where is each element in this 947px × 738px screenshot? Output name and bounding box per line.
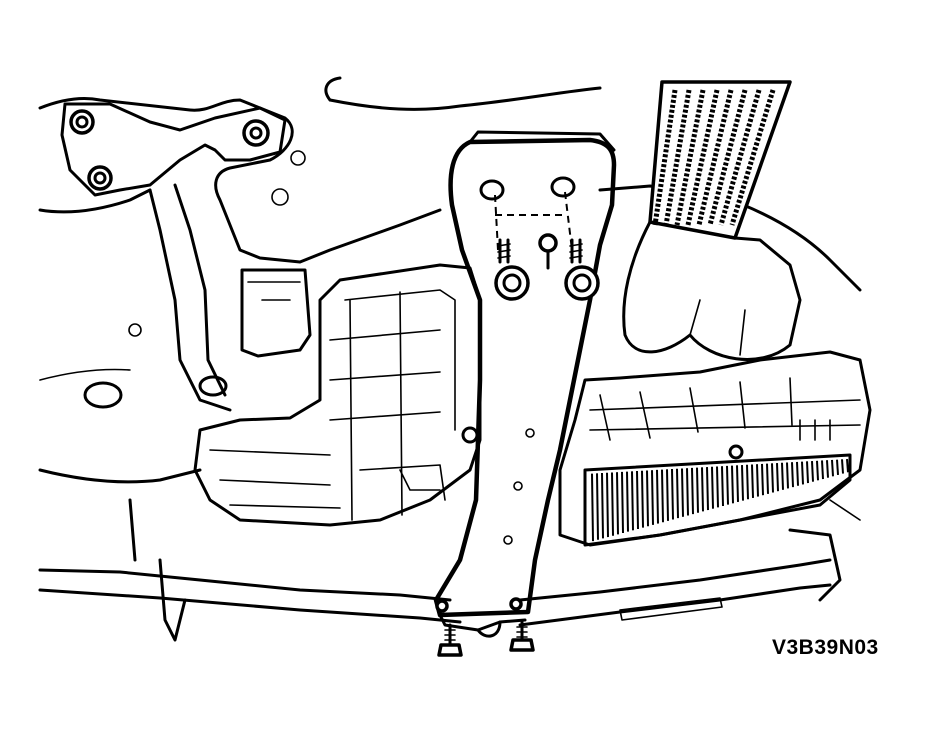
hatch-line (666, 469, 669, 521)
hatch-line (826, 460, 829, 478)
bracket-holes (479, 176, 576, 201)
hatch-line (601, 473, 604, 539)
hatch-line (661, 469, 664, 523)
hatch-line (806, 461, 809, 484)
hatch-line (791, 462, 794, 488)
hatch-line (846, 458, 849, 473)
arm-texture-line (663, 89, 692, 226)
hatch-line (726, 465, 729, 505)
arm-texture-line (707, 89, 748, 226)
hatch-line (821, 460, 824, 480)
upper-mount-bracket (60, 102, 287, 412)
hatch-line (771, 463, 774, 493)
transmission-case (193, 263, 482, 527)
hatch-line (686, 468, 689, 516)
hatch-line (636, 471, 639, 529)
transaxle-support-bracket (433, 130, 617, 638)
hatch-line (596, 473, 599, 540)
hatch-line (801, 461, 804, 485)
hatch-line (651, 470, 654, 525)
hatch-line (696, 467, 699, 513)
oil-pan (558, 350, 872, 547)
hatch-line (611, 472, 614, 536)
hatch-line (836, 459, 839, 476)
lower-mount-bolts (435, 597, 535, 657)
arm-texture-line (674, 89, 706, 226)
hatch-line (716, 466, 719, 508)
arm-texture-line (685, 89, 720, 226)
arm-texture-line (729, 89, 776, 226)
hatch-line (621, 471, 624, 534)
hatch-line (776, 463, 779, 492)
hatch-line (766, 463, 769, 494)
oil-pan-hatching (583, 453, 852, 547)
hatch-line (761, 463, 764, 496)
jack-arm (622, 80, 802, 361)
hatch-line (736, 465, 739, 502)
hatch-line (656, 469, 659, 524)
hatch-line (606, 472, 609, 538)
hatch-line (721, 466, 724, 507)
figure-code: V3B39N03 (772, 636, 879, 659)
hatch-line (676, 468, 679, 519)
hatch-line (706, 467, 709, 511)
hatch-line (671, 469, 674, 520)
hatch-line (756, 464, 759, 497)
hatch-line (691, 467, 694, 515)
hatch-line (701, 467, 704, 512)
arm-texture-line (696, 89, 734, 226)
hatch-line (641, 470, 644, 528)
mount-studs (494, 233, 600, 301)
hatch-line (811, 461, 814, 482)
hatch-line (711, 466, 714, 509)
hatch-line (631, 471, 634, 531)
hatch-line (831, 459, 834, 477)
hatch-line (816, 460, 819, 481)
left-vertical-bracket (240, 268, 312, 358)
hatch-line (646, 470, 649, 527)
hatch-line (841, 459, 844, 474)
hatch-line (731, 465, 734, 504)
hatch-line (796, 461, 799, 486)
arm-texture-line (652, 89, 678, 226)
hatch-line (746, 464, 749, 500)
arm-texture-line (718, 89, 762, 226)
lower-crossmember (38, 498, 861, 642)
hatch-line (616, 472, 619, 535)
hatch-line (781, 462, 784, 490)
hatch-line (681, 468, 684, 517)
hatch-line (591, 473, 594, 542)
hatch-line (741, 465, 744, 501)
hatch-line (751, 464, 754, 498)
hatch-line (626, 471, 629, 532)
hatch-line (786, 462, 789, 489)
